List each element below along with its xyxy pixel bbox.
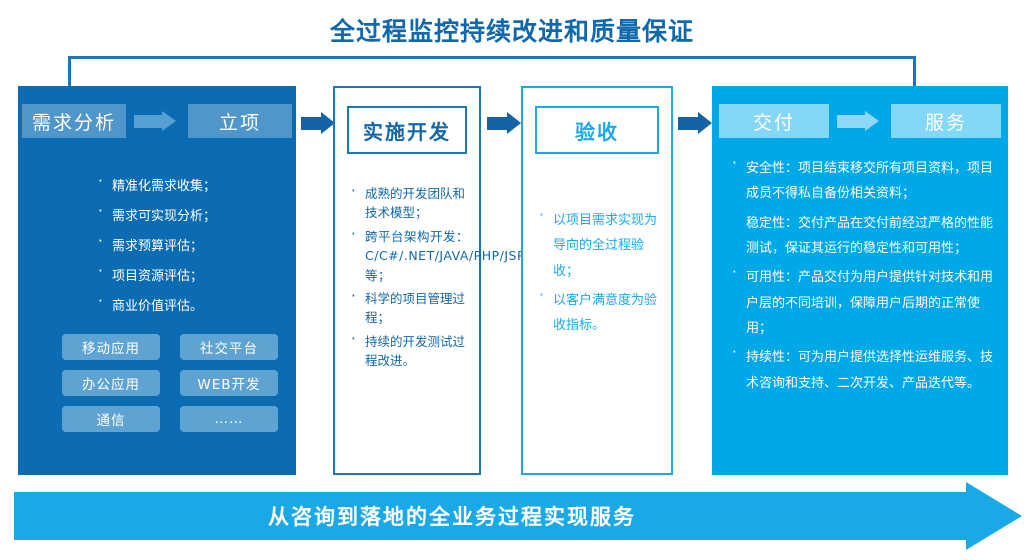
panel-delivery-header: 交付 服务: [712, 104, 1008, 138]
bottom-banner-text: 从咨询到落地的全业务过程实现服务: [268, 505, 636, 529]
panel-acceptance-bullets: 以项目需求实现为导向的全过程验收； 以客户满意度为验收指标。: [537, 206, 663, 343]
list-item: 精准化需求收集；: [96, 172, 286, 200]
list-item: 需求预算评估；: [96, 232, 286, 260]
chip-arrow-icon: [837, 111, 883, 131]
panel-acceptance-header: 验收: [535, 106, 659, 154]
tag-web-development[interactable]: WEB开发: [180, 370, 278, 396]
panel-requirement-tags: 移动应用 社交平台 办公应用 WEB开发 通信 ……: [62, 334, 278, 432]
chip-project-initiation[interactable]: 立项: [188, 104, 292, 138]
tag-office-app[interactable]: 办公应用: [62, 370, 160, 396]
list-item: 项目资源评估；: [96, 262, 286, 290]
list-item: 需求可实现分析；: [96, 202, 286, 230]
tag-more[interactable]: ……: [180, 406, 278, 432]
bottom-banner-arrow: 从咨询到落地的全业务过程实现服务: [14, 482, 1022, 550]
list-item: 成熟的开发团队和技术模型；: [349, 182, 471, 223]
monitoring-bracket-top: [68, 56, 916, 59]
panel-acceptance[interactable]: 验收 以项目需求实现为导向的全过程验收； 以客户满意度为验收指标。: [521, 86, 673, 475]
list-item: 持续的开发测试过程改进。: [349, 330, 471, 371]
list-item: 持续性：可为用户提供选择性运维服务、技术咨询和支持、二次开发、产品迭代等。: [730, 343, 998, 396]
panel-delivery-bullets: 安全性：项目结束移交所有项目资料，项目成员不得私自备份相关资料； 稳定性：交付产…: [730, 154, 998, 400]
panel-development-header: 实施开发: [347, 106, 467, 154]
list-item: 以客户满意度为验收指标。: [537, 286, 663, 339]
page-title: 全过程监控持续改进和质量保证: [329, 17, 694, 46]
chip-requirement-analysis[interactable]: 需求分析: [22, 104, 126, 138]
panel-requirement-header: 需求分析 立项: [18, 104, 296, 138]
list-item: 商业价值评估。: [96, 292, 286, 320]
panel-development-bullets: 成熟的开发团队和技术模型； 跨平台架构开发：C/C#/.NET/JAVA/PHP…: [349, 182, 609, 374]
panel-requirement-bullets: 精准化需求收集； 需求可实现分析； 需求预算评估； 项目资源评估； 商业价值评估…: [96, 172, 286, 324]
list-item: 可用性：产品交付为用户提供针对技术和用户层的不同培训，保障用户后期的正常使用；: [730, 263, 998, 341]
connector-arrow-3-icon: [678, 112, 712, 134]
monitoring-bracket-left: [68, 56, 71, 92]
list-item: 以项目需求实现为导向的全过程验收；: [537, 206, 663, 284]
list-item: 科学的项目管理过程；: [349, 287, 471, 328]
list-item: 稳定性：交付产品在交付前经过严格的性能测试，保证其运行的稳定性和可用性；: [746, 215, 994, 257]
chip-arrow-icon: [134, 111, 180, 131]
panel-requirement[interactable]: 需求分析 立项 精准化需求收集； 需求可实现分析； 需求预算评估； 项目资源评估…: [18, 86, 296, 475]
list-item: 安全性：项目结束移交所有项目资料，项目成员不得私自备份相关资料；: [730, 154, 998, 207]
panel-delivery[interactable]: 交付 服务 安全性：项目结束移交所有项目资料，项目成员不得私自备份相关资料； 稳…: [712, 86, 1008, 475]
panel-development[interactable]: 实施开发 成熟的开发团队和技术模型； 跨平台架构开发：C/C#/.NET/JAV…: [333, 86, 609, 475]
chip-service[interactable]: 服务: [891, 104, 1001, 138]
tag-social-platform[interactable]: 社交平台: [180, 334, 278, 360]
chip-delivery[interactable]: 交付: [719, 104, 829, 138]
monitoring-bracket-right: [913, 56, 916, 98]
connector-arrow-1-icon: [301, 112, 335, 134]
bottom-banner-body: 从咨询到落地的全业务过程实现服务: [14, 492, 966, 540]
list-item: 跨平台架构开发：C/C#/.NET/JAVA/PHP/JSP/IOS/Andro…: [349, 225, 609, 285]
tag-communication[interactable]: 通信: [62, 406, 160, 432]
tag-mobile-app[interactable]: 移动应用: [62, 334, 160, 360]
bottom-banner-arrowhead-icon: [966, 482, 1022, 550]
connector-arrow-2-icon: [487, 112, 521, 134]
